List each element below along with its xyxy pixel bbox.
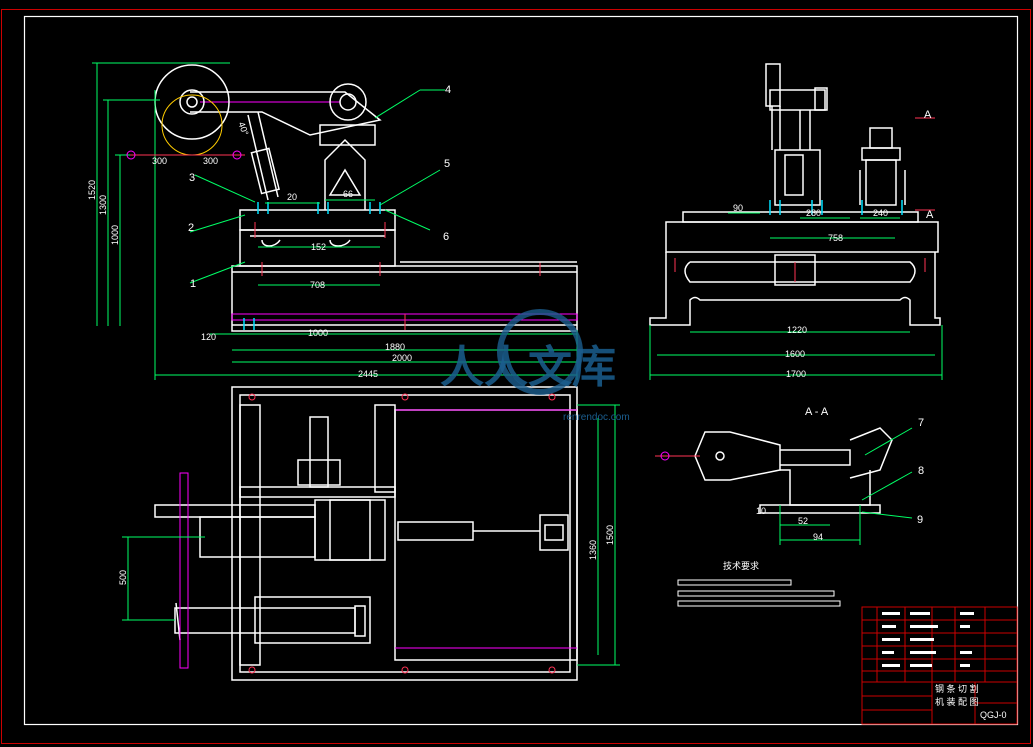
dim-1880: 1880	[385, 342, 405, 352]
callout-1: 1	[190, 278, 196, 290]
section-mark-top: A	[924, 109, 932, 121]
section-title: A - A	[805, 406, 829, 418]
dim-1220: 1220	[787, 325, 807, 335]
dim-1000-h: 1000	[308, 328, 328, 338]
dim-20: 20	[287, 192, 297, 202]
callout-5: 5	[444, 158, 450, 170]
callout-2: 2	[188, 222, 194, 234]
dim-280: 280	[806, 208, 821, 218]
section-view	[694, 427, 893, 514]
technical-requirements-lines	[677, 579, 841, 607]
centre-marker-left	[126, 150, 136, 160]
dim-angle: 40°	[236, 121, 250, 138]
watermark-text: 人人文库	[440, 343, 616, 392]
callout-7: 7	[918, 417, 924, 429]
dim-758: 758	[828, 233, 843, 243]
dim-66: 66	[343, 189, 353, 199]
dim-90: 90	[733, 203, 743, 213]
dim-240: 240	[873, 208, 888, 218]
dim-1360: 1360	[588, 540, 598, 560]
dim-1700: 1700	[786, 369, 806, 379]
title-drawing-number: QGJ-0	[980, 710, 1007, 720]
callout-9: 9	[917, 514, 923, 526]
title-name-line1: 钢 条 切 割	[935, 683, 979, 694]
side-table	[665, 221, 939, 253]
callout-4: 4	[445, 84, 451, 96]
dim-1000-v: 1000	[110, 225, 120, 245]
title-name-line2: 机 装 配 图	[935, 696, 979, 707]
callout-8: 8	[918, 465, 924, 477]
base-body	[231, 265, 578, 332]
dim-152: 152	[311, 242, 326, 252]
dim-1600: 1600	[785, 349, 805, 359]
dim-2000: 2000	[392, 353, 412, 363]
dim-52: 52	[798, 516, 808, 526]
side-dimensions	[649, 117, 943, 380]
front-view	[154, 64, 578, 332]
dim-300-left: 300	[152, 156, 167, 166]
section-dimensions	[655, 427, 913, 545]
dim-2445: 2445	[358, 369, 378, 379]
technical-requirements-heading: 技术要求	[723, 560, 759, 571]
top-base	[231, 386, 578, 681]
dim-300-right: 300	[203, 156, 218, 166]
dim-94: 94	[813, 532, 823, 542]
inner-border	[23, 15, 1019, 726]
dim-1500: 1500	[605, 525, 615, 545]
dim-708: 708	[310, 280, 325, 290]
dim-1300: 1300	[98, 195, 108, 215]
centre-marker-right	[232, 150, 242, 160]
front-dimensions	[92, 62, 578, 380]
callout-6: 6	[443, 231, 449, 243]
side-view	[649, 63, 941, 326]
top-view	[154, 386, 578, 681]
outer-border	[1, 9, 1031, 744]
callout-3: 3	[189, 172, 195, 184]
dim-500: 500	[118, 570, 128, 585]
dim-120: 120	[201, 332, 216, 342]
dim-10: 10	[756, 506, 766, 516]
dim-1520: 1520	[87, 180, 97, 200]
watermark-subtext: renrendoc.com	[563, 412, 630, 423]
section-mark-bottom: A	[926, 209, 934, 221]
watermark: 人人文库 renrendoc.com	[440, 309, 630, 423]
title-block-fill	[882, 612, 974, 667]
top-dimensions	[122, 404, 620, 666]
